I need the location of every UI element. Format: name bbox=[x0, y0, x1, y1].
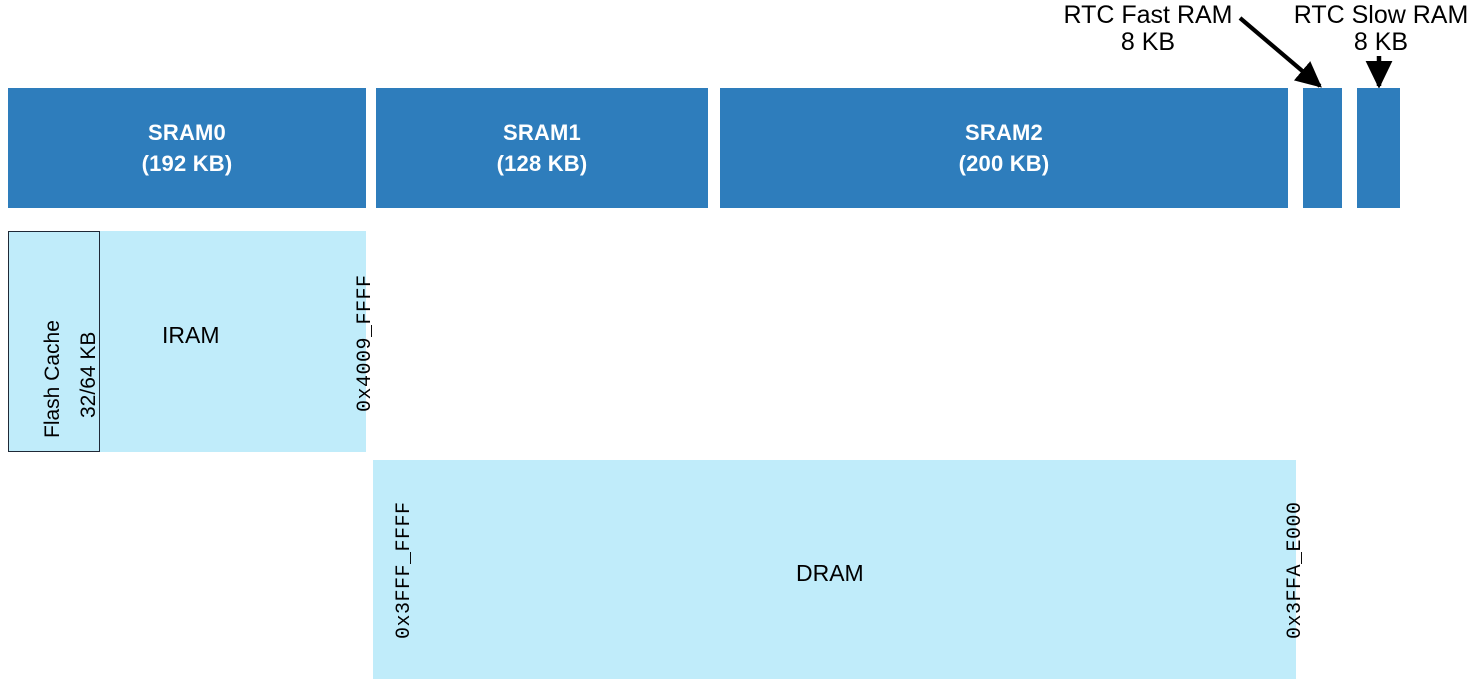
rtc-slow-ram-block[interactable] bbox=[1357, 88, 1400, 208]
rtc-slow-ram-size: 8 KB bbox=[1353, 28, 1409, 56]
sram2-size: (200 KB) bbox=[958, 151, 1050, 176]
flash-cache-size: 32/64 KB bbox=[77, 331, 100, 418]
dram-label: DRAM bbox=[796, 560, 864, 586]
iram-label: IRAM bbox=[162, 322, 220, 348]
sram2-name: SRAM2 bbox=[964, 119, 1043, 145]
iram-end-address: 0x4009_FFFF bbox=[354, 274, 377, 412]
rtc-fast-ram-size: 8 KB bbox=[1120, 28, 1176, 56]
rtc-fast-ram-block[interactable] bbox=[1303, 88, 1342, 208]
dram-end-address: 0x3FFA_E000 bbox=[1284, 501, 1307, 639]
sram2-block[interactable]: SRAM2 (200 KB) bbox=[720, 88, 1288, 208]
rtc-slow-ram-callout: RTC Slow RAM 8 KB bbox=[1289, 2, 1472, 56]
sram1-name: SRAM1 bbox=[502, 119, 581, 145]
sram1-block[interactable]: SRAM1 (128 KB) bbox=[376, 88, 708, 208]
sram1-size: (128 KB) bbox=[496, 151, 588, 176]
dram-start-address: 0x3FFF_FFFF bbox=[393, 501, 416, 639]
dram-block[interactable] bbox=[373, 460, 1296, 679]
rtc-slow-ram-name: RTC Slow RAM bbox=[1293, 1, 1469, 29]
rtc-fast-ram-callout: RTC Fast RAM 8 KB bbox=[1060, 2, 1236, 56]
rtc-fast-ram-name: RTC Fast RAM bbox=[1063, 1, 1233, 29]
flash-cache-block[interactable] bbox=[8, 231, 100, 452]
flash-cache-label: Flash Cache bbox=[41, 320, 64, 438]
sram0-name: SRAM0 bbox=[147, 119, 226, 145]
sram0-block[interactable]: SRAM0 (192 KB) bbox=[8, 88, 366, 208]
sram0-size: (192 KB) bbox=[141, 151, 233, 176]
